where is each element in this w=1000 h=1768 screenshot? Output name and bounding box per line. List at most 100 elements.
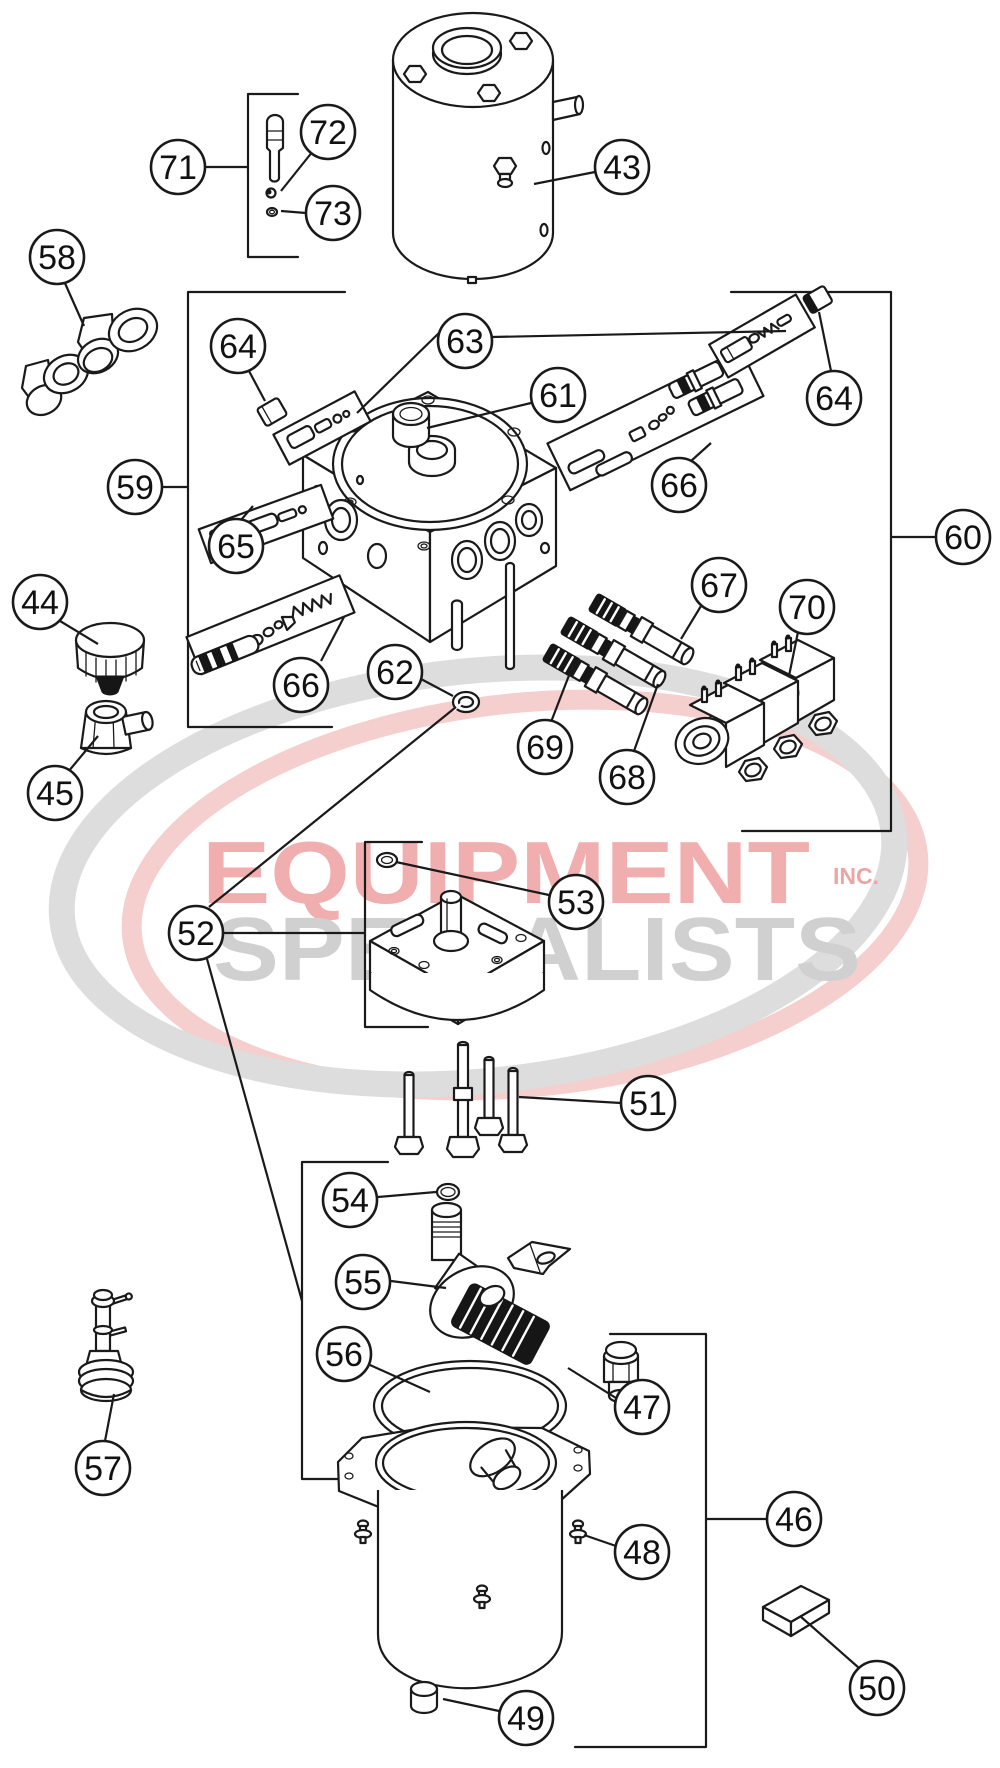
callout-leader-47 bbox=[567, 1367, 617, 1399]
callout-49: 49 bbox=[442, 1689, 555, 1747]
callout-51: 51 bbox=[518, 1074, 677, 1132]
callout-label-64-left: 64 bbox=[219, 328, 257, 366]
dowel-pin bbox=[504, 561, 516, 671]
callout-layer: 4344454647484950515253545556575859606162… bbox=[11, 103, 992, 1747]
callout-circle-48 bbox=[613, 1523, 671, 1581]
callout-52: 52 bbox=[167, 706, 457, 1302]
callout-circle-69 bbox=[516, 718, 574, 776]
callout-leader-56 bbox=[369, 1363, 431, 1394]
gear-pump bbox=[368, 851, 546, 1026]
callout-leader-55 bbox=[390, 1279, 447, 1290]
callout-circle-57 bbox=[74, 1439, 132, 1497]
callout-55: 55 bbox=[334, 1253, 447, 1311]
callout-label-54: 54 bbox=[331, 1182, 369, 1220]
callout-circle-66-left bbox=[272, 656, 330, 714]
callout-label-57: 57 bbox=[84, 1450, 122, 1488]
callout-label-50: 50 bbox=[858, 1670, 896, 1708]
bracket-reservoir-46 bbox=[573, 1332, 708, 1749]
callout-label-66-left: 66 bbox=[282, 667, 320, 705]
callout-label-62: 62 bbox=[376, 654, 414, 692]
port-fitting-45 bbox=[79, 699, 154, 756]
callout-circle-63 bbox=[436, 312, 494, 370]
callout-54: 54 bbox=[321, 1171, 437, 1229]
callout-leader-43 bbox=[533, 170, 596, 186]
watermark-swoosh-gray bbox=[48, 654, 908, 1098]
magnet-50 bbox=[761, 1584, 831, 1638]
callout-circle-53 bbox=[547, 873, 605, 931]
motor-terminal bbox=[492, 156, 518, 189]
callout-circle-46 bbox=[765, 1490, 823, 1548]
pickup-tube bbox=[469, 1437, 522, 1491]
callout-53: 53 bbox=[395, 860, 605, 931]
callout-leader-48 bbox=[583, 1533, 617, 1548]
callout-label-67: 67 bbox=[700, 567, 738, 605]
dowel-pin bbox=[450, 599, 464, 652]
plug-64-left bbox=[256, 397, 288, 427]
mounting-bolts-51 bbox=[393, 1040, 529, 1159]
callout-label-71: 71 bbox=[159, 149, 197, 187]
callout-leader-51 bbox=[518, 1095, 622, 1105]
filter-assembly-55 bbox=[429, 1182, 572, 1365]
callout-leader-65 bbox=[240, 505, 254, 521]
callout-leader-44 bbox=[59, 620, 99, 645]
callout-71: 71 bbox=[149, 138, 248, 196]
callout-leader-62 bbox=[420, 678, 454, 697]
oring-53 bbox=[375, 851, 399, 869]
elbow-fittings-58 bbox=[20, 307, 159, 417]
callout-leader-70 bbox=[787, 631, 800, 677]
callout-65: 65 bbox=[207, 505, 265, 575]
callout-circle-43 bbox=[593, 138, 651, 196]
bracket-pump-section-52 bbox=[363, 840, 430, 1029]
callout-leader-52 bbox=[205, 958, 304, 1302]
callout-label-43: 43 bbox=[603, 149, 641, 187]
callout-62: 62 bbox=[366, 643, 454, 701]
callout-leader-63 bbox=[491, 329, 787, 339]
callout-circle-72 bbox=[299, 103, 357, 161]
valve-kit-66-left bbox=[185, 574, 356, 676]
callout-circle-47 bbox=[613, 1378, 671, 1436]
callout-45: 45 bbox=[26, 735, 99, 822]
callout-circle-44 bbox=[11, 573, 69, 631]
bracket-filter-section bbox=[300, 1160, 390, 1481]
callout-circle-68 bbox=[598, 748, 656, 806]
callout-leader-73 bbox=[280, 209, 307, 215]
callout-69: 69 bbox=[516, 664, 575, 776]
callout-66-left: 66 bbox=[272, 616, 345, 714]
callout-label-52: 52 bbox=[177, 915, 215, 953]
callout-47: 47 bbox=[567, 1367, 671, 1436]
callout-leader-61 bbox=[426, 401, 532, 430]
callout-leader-45 bbox=[67, 735, 99, 773]
filter-element bbox=[451, 1283, 550, 1365]
callout-64-right: 64 bbox=[805, 311, 863, 427]
bracket-motor-pin-kit-71 bbox=[246, 92, 300, 259]
callout-circle-60 bbox=[934, 508, 992, 566]
callout-43: 43 bbox=[533, 138, 651, 196]
reservoir-assembly-46 bbox=[336, 1420, 592, 1715]
callout-circle-51 bbox=[619, 1074, 677, 1132]
callout-label-65: 65 bbox=[217, 528, 255, 566]
callout-73: 73 bbox=[280, 184, 362, 242]
callout-circle-59 bbox=[106, 458, 164, 516]
callout-leader-64-left bbox=[248, 370, 266, 402]
spool-66-left bbox=[190, 634, 260, 676]
ring-73 bbox=[265, 206, 279, 218]
tank-screw-48 bbox=[568, 1519, 588, 1545]
callout-circle-66-right bbox=[650, 456, 708, 514]
callout-circle-70 bbox=[778, 578, 836, 636]
reservoir-tank bbox=[376, 1490, 564, 1690]
callout-label-44: 44 bbox=[21, 584, 59, 622]
breather-57 bbox=[77, 1288, 135, 1403]
callout-63: 63 bbox=[356, 312, 787, 414]
callout-label-59: 59 bbox=[116, 469, 154, 507]
callout-68: 68 bbox=[598, 683, 660, 806]
callout-label-47: 47 bbox=[623, 1389, 661, 1427]
callout-72: 72 bbox=[280, 103, 357, 192]
solenoid-coil-assembly-70 bbox=[667, 633, 839, 783]
callout-leader-50 bbox=[799, 1615, 860, 1669]
callout-64-left: 64 bbox=[209, 317, 267, 402]
callout-circle-52 bbox=[167, 904, 225, 962]
watermark-equipment-text: EQUIPMENT bbox=[202, 823, 810, 922]
callout-leader-54 bbox=[377, 1190, 437, 1199]
diagram-art bbox=[20, 11, 893, 1749]
